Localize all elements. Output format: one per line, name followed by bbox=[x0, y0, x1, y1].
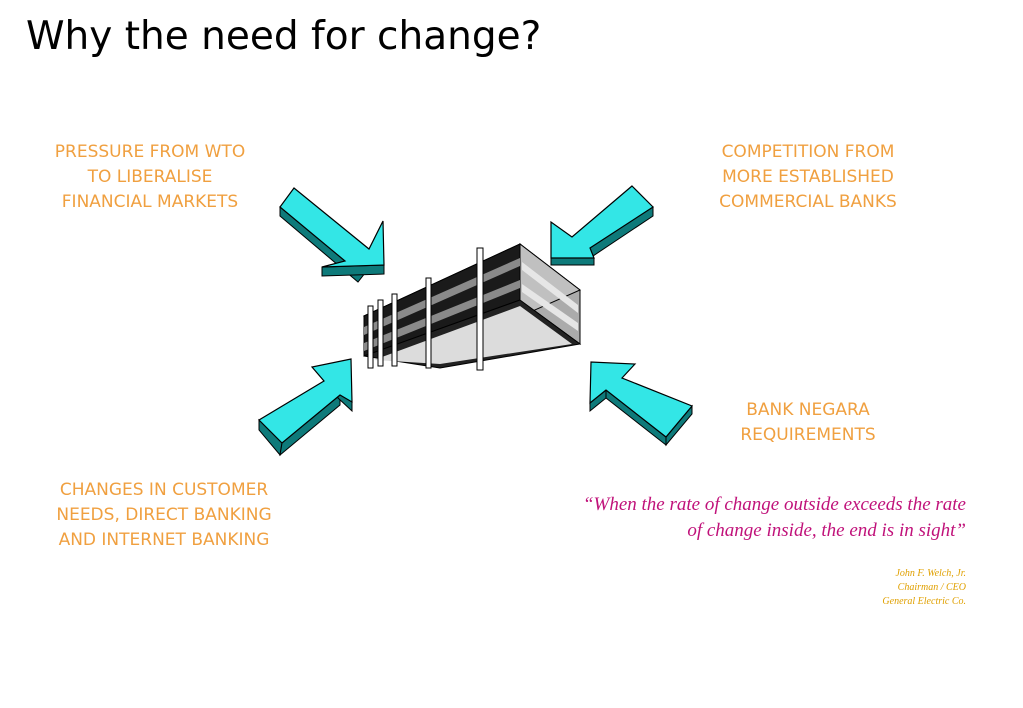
arrow-from-top-left-icon bbox=[279, 187, 385, 283]
factor-bank-competition: COMPETITION FROM MORE ESTABLISHED COMMER… bbox=[719, 142, 897, 212]
arrow-from-bottom-right-icon bbox=[589, 361, 693, 447]
author-name: John F. Welch, Jr. bbox=[895, 568, 966, 579]
slide-title: Why the need for change? bbox=[26, 14, 542, 59]
author-company: General Electric Co. bbox=[882, 596, 966, 607]
factor-bank-negara-requirements: BANK NEGARA REQUIREMENTS bbox=[740, 400, 876, 445]
factor-customer-changes: CHANGES IN CUSTOMER NEEDS, DIRECT BANKIN… bbox=[56, 480, 272, 550]
arrow-from-top-right-icon bbox=[550, 185, 654, 266]
author-role: Chairman / CEO bbox=[897, 582, 966, 593]
arrow-from-bottom-left-icon bbox=[258, 358, 353, 457]
welch-quote: “When the rate of change outside exceeds… bbox=[582, 494, 966, 541]
bank-building-icon bbox=[362, 242, 582, 371]
quote-attribution: John F. Welch, Jr. Chairman / CEO Genera… bbox=[700, 567, 966, 609]
factor-wto-pressure: PRESSURE FROM WTO TO LIBERALISE FINANCIA… bbox=[54, 142, 246, 212]
